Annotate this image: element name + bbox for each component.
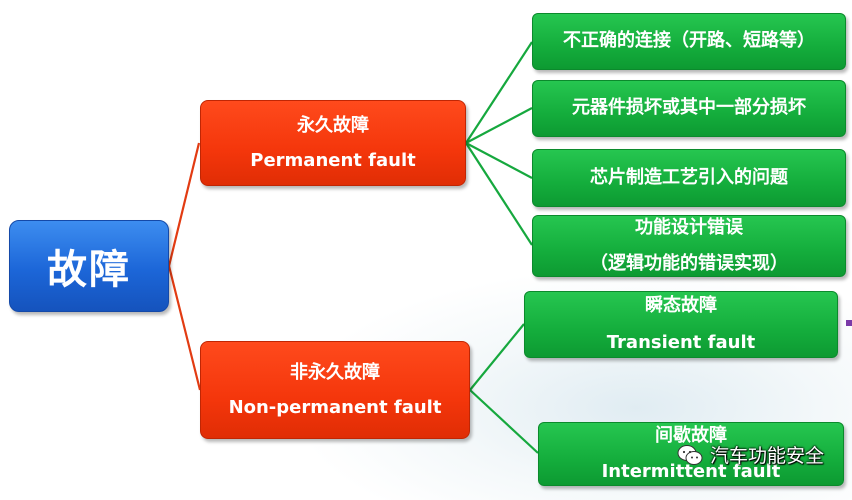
link-nonpermanent-intermittent (469, 389, 539, 454)
leaf-incorrect-connection: 不正确的连接（开路、短路等） (532, 13, 846, 70)
branch-permanent-en: Permanent fault (250, 150, 416, 171)
branch-nonpermanent-fault: 非永久故障 Non-permanent fault (200, 341, 470, 439)
leaf-transient-zh: 瞬态故障 (645, 295, 717, 316)
leaf-component-damage: 元器件损坏或其中一部分损坏 (532, 80, 846, 137)
leaf-label: 不正确的连接（开路、短路等） (563, 30, 815, 52)
wechat-icon (677, 444, 703, 465)
link-permanent-item2 (465, 107, 533, 144)
watermark: 汽车功能安全 (676, 441, 824, 468)
leaf-label-line1: 功能设计错误 (635, 216, 743, 238)
leaf-label: 芯片制造工艺引入的问题 (590, 166, 788, 188)
branch-permanent-fault: 永久故障 Permanent fault (200, 100, 466, 186)
leaf-chip-process-issue: 芯片制造工艺引入的问题 (532, 149, 846, 207)
edge-marker (846, 320, 852, 326)
root-node-fault: 故障 (9, 220, 169, 312)
branch-nonpermanent-zh: 非永久故障 (290, 361, 380, 383)
watermark-text: 汽车功能安全 (709, 445, 824, 467)
branch-permanent-zh: 永久故障 (297, 114, 369, 136)
leaf-label: 元器件损坏或其中一部分损坏 (572, 97, 806, 119)
link-root-nonpermanent (167, 265, 202, 391)
link-root-permanent (167, 142, 201, 267)
root-label: 故障 (47, 247, 131, 293)
leaf-functional-design-error: 功能设计错误 （逻辑功能的错误实现） (532, 215, 846, 277)
branch-nonpermanent-en: Non-permanent fault (228, 397, 442, 418)
link-permanent-item1 (465, 41, 533, 144)
link-permanent-item4 (465, 142, 533, 246)
leaf-label-line2: （逻辑功能的错误实现） (590, 253, 788, 274)
leaf-intermittent-zh: 间歇故障 (655, 424, 727, 446)
link-permanent-item3 (465, 142, 533, 179)
leaf-intermittent-en: Intermittent fault (601, 461, 781, 482)
leaf-transient-en: Transient fault (606, 331, 756, 353)
link-nonpermanent-transient (469, 323, 525, 391)
leaf-transient-fault: 瞬态故障 Transient fault (524, 291, 838, 358)
